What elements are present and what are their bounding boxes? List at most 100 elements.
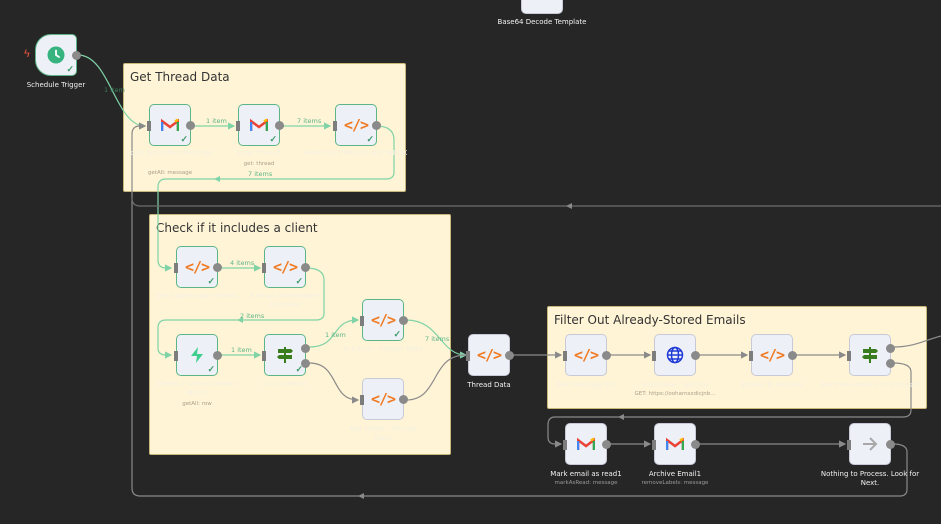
gmail-icon <box>239 105 279 145</box>
code-icon: </> <box>573 346 599 364</box>
success-check-icon: ✓ <box>66 64 74 74</box>
output-port[interactable] <box>399 316 408 325</box>
edge-filter-stakeholder <box>157 125 395 272</box>
globe-icon <box>655 335 695 375</box>
node-emails-to-process[interactable]: </> <box>749 334 797 376</box>
output-port-true[interactable] <box>886 344 895 353</box>
node-get-stakeholder-emails[interactable]: </> ✓ <box>174 246 222 288</box>
output-port[interactable] <box>788 351 797 360</box>
node-label: Load Simplified Message <box>126 149 214 157</box>
node-nothing-to-process[interactable] <box>847 423 895 465</box>
output-port[interactable] <box>186 121 195 130</box>
success-check-icon: ✓ <box>207 364 215 374</box>
input-port[interactable] <box>236 121 240 131</box>
input-port[interactable] <box>360 316 364 326</box>
input-port[interactable] <box>147 121 151 131</box>
node-is-it-a-client[interactable]: ✓ <box>262 334 310 376</box>
input-port[interactable] <box>466 351 470 361</box>
supabase-icon <box>177 335 217 375</box>
output-port[interactable] <box>602 351 611 360</box>
node-mark-email-read[interactable] <box>563 423 611 465</box>
edge-arrow <box>214 176 220 182</box>
output-port[interactable] <box>213 263 222 272</box>
input-port[interactable] <box>652 351 656 361</box>
output-port[interactable] <box>399 395 408 404</box>
output-port-true[interactable] <box>301 344 310 353</box>
node-subtitle: getAll: message <box>147 170 193 176</box>
output-port[interactable] <box>505 351 514 360</box>
node-subtitle: removeLabels: message <box>641 480 709 486</box>
output-port-false[interactable] <box>886 359 895 368</box>
edge-label: 4 items <box>230 259 255 267</box>
sticky-title: Get Thread Data <box>130 70 230 84</box>
output-port[interactable] <box>372 121 381 130</box>
success-check-icon: ✓ <box>207 276 215 286</box>
node-schedule-trigger[interactable]: ✓ <box>35 34 81 76</box>
output-port[interactable] <box>275 121 284 130</box>
edge-label: 1 item <box>325 331 346 339</box>
node-filter-unread-inbox[interactable]: </> ✓ <box>333 104 381 146</box>
output-port[interactable] <box>691 440 700 449</box>
output-port-false[interactable] <box>301 359 310 368</box>
node-load-simplified-message[interactable]: ✓ <box>147 104 195 146</box>
input-port[interactable] <box>262 351 266 361</box>
input-port[interactable] <box>563 351 567 361</box>
node-archive-email[interactable] <box>652 423 700 465</box>
output-port[interactable] <box>886 440 895 449</box>
output-port[interactable] <box>301 263 310 272</box>
code-icon: </> <box>184 258 210 276</box>
input-port[interactable] <box>847 440 851 450</box>
node-get-message-ids[interactable]: </> <box>563 334 611 376</box>
node-are-there-emails[interactable] <box>847 334 895 376</box>
edge-nothing-loop <box>131 122 908 497</box>
node-base64-decode[interactable]: · <box>521 0 563 14</box>
node-label: Supabase - Get IDs <box>641 381 709 389</box>
edge-notclient-thread <box>405 354 467 401</box>
input-port[interactable] <box>563 440 567 450</box>
success-check-icon: ✓ <box>180 134 188 144</box>
edge-label: 7 items <box>425 335 450 343</box>
edge-switch-out <box>892 335 941 348</box>
node-subtitle: get: thread <box>243 161 275 167</box>
code-icon: </> <box>759 346 785 364</box>
arrow-right-icon <box>850 424 890 464</box>
node-thread-data[interactable]: </> <box>466 334 514 376</box>
input-port[interactable] <box>333 121 337 131</box>
edge-switch-isclient <box>308 316 360 348</box>
edge-label: 1 item <box>206 117 227 125</box>
trigger-bolt-icon: ϟ <box>24 48 30 60</box>
gmail-icon <box>566 424 606 464</box>
input-port[interactable] <box>174 263 178 273</box>
input-port[interactable] <box>847 351 851 361</box>
node-label: Base64 Decode Template <box>497 18 587 26</box>
output-port[interactable] <box>691 351 700 360</box>
input-port[interactable] <box>174 351 178 361</box>
edge-switch-notclient <box>308 362 360 404</box>
node-label: Get Stakeholder Emails <box>156 292 238 300</box>
edge-label: 1 item <box>231 346 252 354</box>
gmail-icon <box>150 105 190 145</box>
edge-arrow <box>237 317 243 323</box>
node-supabase-get-ids[interactable] <box>652 334 700 376</box>
node-extract-stakeholder-domains[interactable]: </> ✓ <box>262 246 310 288</box>
edge-arrow <box>358 493 364 499</box>
input-port[interactable] <box>360 395 364 405</box>
node-label: Get Message IDs <box>556 381 616 389</box>
node-label: Check if Client Domain Match <box>156 380 238 397</box>
output-port[interactable] <box>602 440 611 449</box>
input-port[interactable] <box>262 263 266 273</box>
node-check-client-domain[interactable]: ✓ <box>174 334 222 376</box>
node-not-client-thread-data[interactable]: </> <box>360 378 408 420</box>
code-icon: </> <box>343 116 369 134</box>
node-subtitle: markAsRead: message <box>554 480 618 486</box>
node-label: Schedule Trigger <box>26 81 86 89</box>
output-port[interactable] <box>72 51 81 60</box>
switch-icon <box>265 335 305 375</box>
node-load-thread[interactable]: ✓ <box>236 104 284 146</box>
node-subtitle: getAll: row <box>182 401 212 407</box>
input-port[interactable] <box>749 351 753 361</box>
input-port[interactable] <box>652 440 656 450</box>
output-port[interactable] <box>213 351 222 360</box>
node-is-client-thread-data[interactable]: </> ✓ <box>360 299 408 341</box>
